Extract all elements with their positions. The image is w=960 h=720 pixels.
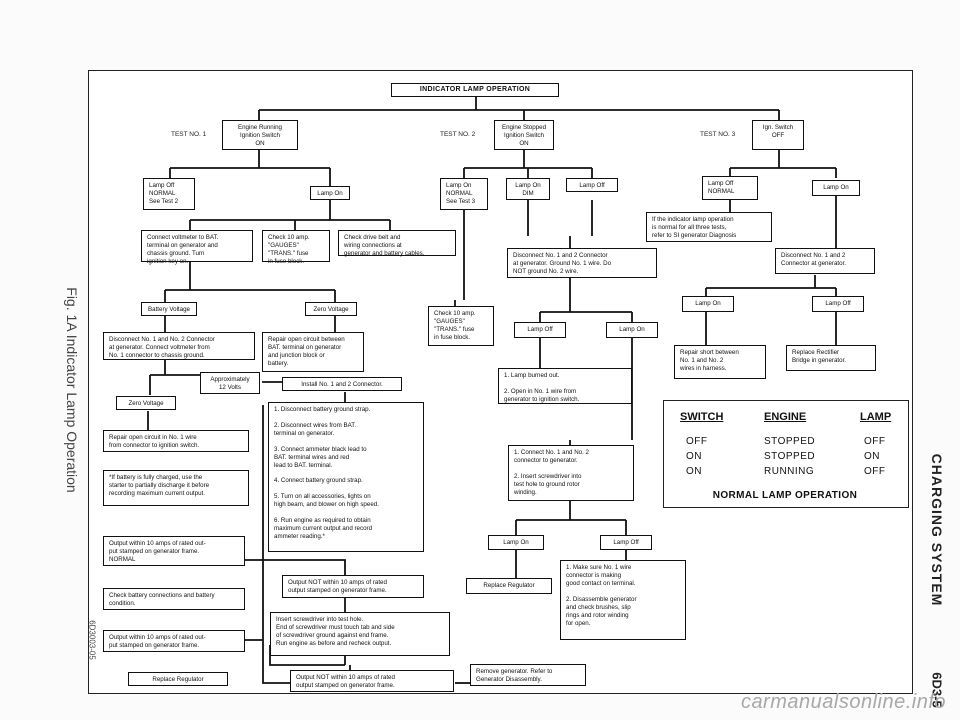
- sd-lamp-off-box: Lamp Off: [600, 535, 652, 550]
- t3-lamp-off-normal-box: Lamp Off NORMAL: [702, 176, 758, 200]
- remove-generator-box: Remove generator. Refer to Generator Dis…: [470, 664, 586, 686]
- t2-lamp-off-box: Lamp Off: [566, 178, 618, 192]
- test-steps-list-box: 1. Disconnect battery ground strap. 2. D…: [268, 402, 424, 552]
- test-2-label: TEST NO. 2: [440, 131, 476, 138]
- table-cell: OFF: [864, 436, 886, 447]
- disconnect-ground-box: Disconnect No. 1 and 2 Connector at gene…: [507, 248, 657, 278]
- table-caption: NORMAL LAMP OPERATION: [712, 490, 858, 501]
- test-3-box: Ign. Switch OFF: [752, 120, 804, 150]
- zero-voltage-box-1: Zero Voltage: [305, 302, 357, 316]
- battery-voltage-box: Battery Voltage: [141, 302, 197, 316]
- table-header-lamp: LAMP: [860, 411, 892, 423]
- table-cell: STOPPED: [764, 451, 816, 462]
- figure-code: 6D3003-05: [87, 620, 97, 660]
- approx-12-volts-box: Approximately 12 Volts: [200, 372, 260, 394]
- check-battery-box: Check battery connections and battery co…: [103, 588, 245, 610]
- disconnect-t3-box: Disconnect No. 1 and 2 Connector at gene…: [775, 248, 875, 274]
- check-10amp-fuse-box-2: Check 10 amp. "GAUGES" "TRANS." fuse in …: [428, 306, 494, 346]
- disconnect-voltmeter-box: Disconnect No. 1 and No. 2 Connector at …: [103, 332, 255, 360]
- table-cell: OFF: [864, 466, 886, 477]
- table-cell: OFF: [686, 436, 708, 447]
- t2-sub-lamp-off-box: Lamp Off: [514, 322, 566, 338]
- output-within-normal-box: Output within 10 amps of rated out- put …: [103, 536, 245, 566]
- replace-regulator-box-1: Replace Regulator: [466, 578, 552, 594]
- battery-note-box: *If battery is fully charged, use the st…: [103, 470, 249, 506]
- t2-sub-lamp-on-box: Lamp On: [606, 322, 658, 338]
- table-cell: STOPPED: [764, 436, 816, 447]
- repair-short-box: Repair short between No. 1 and No. 2 wir…: [674, 345, 766, 379]
- table-cell: ON: [686, 466, 702, 477]
- output-within-box-2: Output within 10 amps of rated out- put …: [103, 630, 245, 652]
- replace-rectifier-box: Replace Rectifier Bridge in generator.: [786, 345, 876, 371]
- figure-caption: Fig. 1A Indicator Lamp Operation: [64, 287, 80, 493]
- lamp-burned-out-box: 1. Lamp burned out. 2. Open in No. 1 wir…: [498, 368, 632, 404]
- t2-lamp-on-normal-box: Lamp On NORMAL See Test 3: [440, 178, 488, 210]
- test-2-box: Engine Stopped Ignition Switch ON: [494, 120, 554, 150]
- t3-sub-lamp-on-box: Lamp On: [682, 296, 734, 312]
- diagram-title: INDICATOR LAMP OPERATION: [391, 83, 559, 97]
- repair-open-bat-box: Repair open circuit between BAT. termina…: [262, 332, 364, 372]
- make-sure-box: 1. Make sure No. 1 wire connector is mak…: [560, 560, 686, 640]
- output-not-within-box-2: Output NOT within 10 amps of rated outpu…: [290, 670, 454, 692]
- replace-regulator-box-2: Replace Regulator: [128, 672, 228, 686]
- if-indicator-normal-box: If the indicator lamp operation is norma…: [646, 212, 772, 242]
- insert-screwdriver-box: Insert screwdriver into test hole. End o…: [270, 612, 450, 656]
- repair-open-no1-box: Repair open circuit in No. 1 wire from c…: [103, 430, 249, 452]
- table-cell: ON: [864, 451, 880, 462]
- test-1-label: TEST NO. 1: [171, 131, 207, 138]
- test-1-box: Engine Running Ignition Switch ON: [222, 120, 298, 150]
- table-header-switch: SWITCH: [680, 411, 724, 423]
- sd-lamp-on-box: Lamp On: [488, 535, 544, 550]
- watermark: carmanualsonline.info: [740, 691, 946, 713]
- normal-lamp-operation-table: SWITCH ENGINE LAMP OFF STOPPED OFF ON ST…: [663, 400, 909, 508]
- zero-voltage-box-2: Zero Voltage: [116, 396, 176, 410]
- install-connector-box: Install No. 1 and 2 Connector.: [282, 377, 402, 391]
- t1-lamp-off-normal-box: Lamp Off NORMAL See Test 2: [143, 178, 195, 210]
- connect-voltmeter-box: Connect voltmeter to BAT. terminal on ge…: [141, 230, 253, 265]
- table-cell: ON: [686, 451, 702, 462]
- connect-no1-no2-box: 1. Connect No. 1 and No. 2 connector to …: [508, 445, 634, 501]
- check-10amp-fuse-box-1: Check 10 amp. "GAUGES" "TRANS." fuse in …: [262, 230, 330, 265]
- t2-lamp-on-dim-box: Lamp On DIM: [506, 178, 550, 200]
- t3-lamp-on-box: Lamp On: [812, 180, 860, 196]
- section-title: CHARGING SYSTEM: [929, 453, 945, 607]
- check-drive-belt-box: Check drive belt and wiring connections …: [338, 230, 456, 257]
- t3-sub-lamp-off-box: Lamp Off: [812, 296, 864, 312]
- output-not-within-box-1: Output NOT within 10 amps of rated outpu…: [282, 575, 424, 598]
- test-3-label: TEST NO. 3: [700, 131, 736, 138]
- table-header-engine: ENGINE: [764, 411, 807, 423]
- table-cell: RUNNING: [764, 466, 815, 477]
- t1-lamp-on-box: Lamp On: [310, 186, 350, 200]
